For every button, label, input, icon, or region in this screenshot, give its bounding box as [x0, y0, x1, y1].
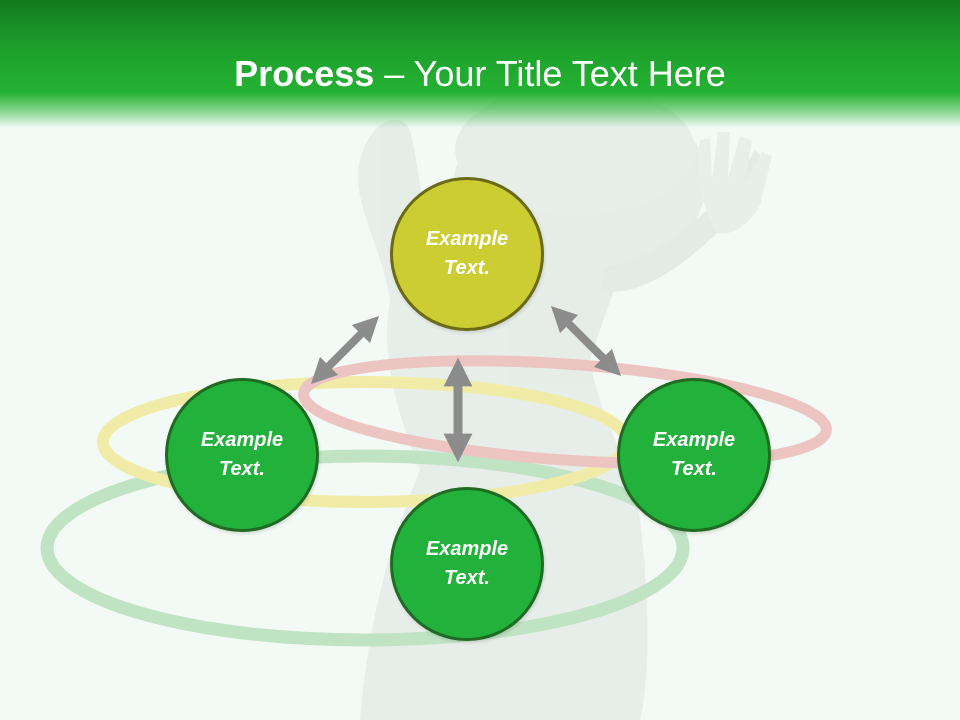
title-separator: –	[374, 53, 414, 94]
node-bottom-label: Example Text.	[425, 538, 509, 589]
header-band	[0, 0, 960, 128]
title-rest: Your Title Text Here	[413, 53, 726, 94]
title-bold: Process	[234, 53, 375, 94]
figure-hand	[698, 132, 772, 234]
arrow-top-right	[550, 305, 622, 377]
node-right[interactable]: Example Text.	[617, 378, 771, 532]
figure-right-arm	[600, 150, 765, 292]
arrow-top-left	[310, 315, 380, 385]
node-left-label: Example Text.	[200, 429, 284, 480]
node-top-label: Example Text.	[425, 228, 509, 279]
node-bottom[interactable]: Example Text.	[390, 487, 544, 641]
hoop-green	[40, 449, 690, 647]
node-left[interactable]: Example Text.	[165, 378, 319, 532]
node-top[interactable]: Example Text.	[390, 177, 544, 331]
slide-title: Process – Your Title Text Here	[0, 52, 960, 96]
node-right-label: Example Text.	[652, 429, 736, 480]
